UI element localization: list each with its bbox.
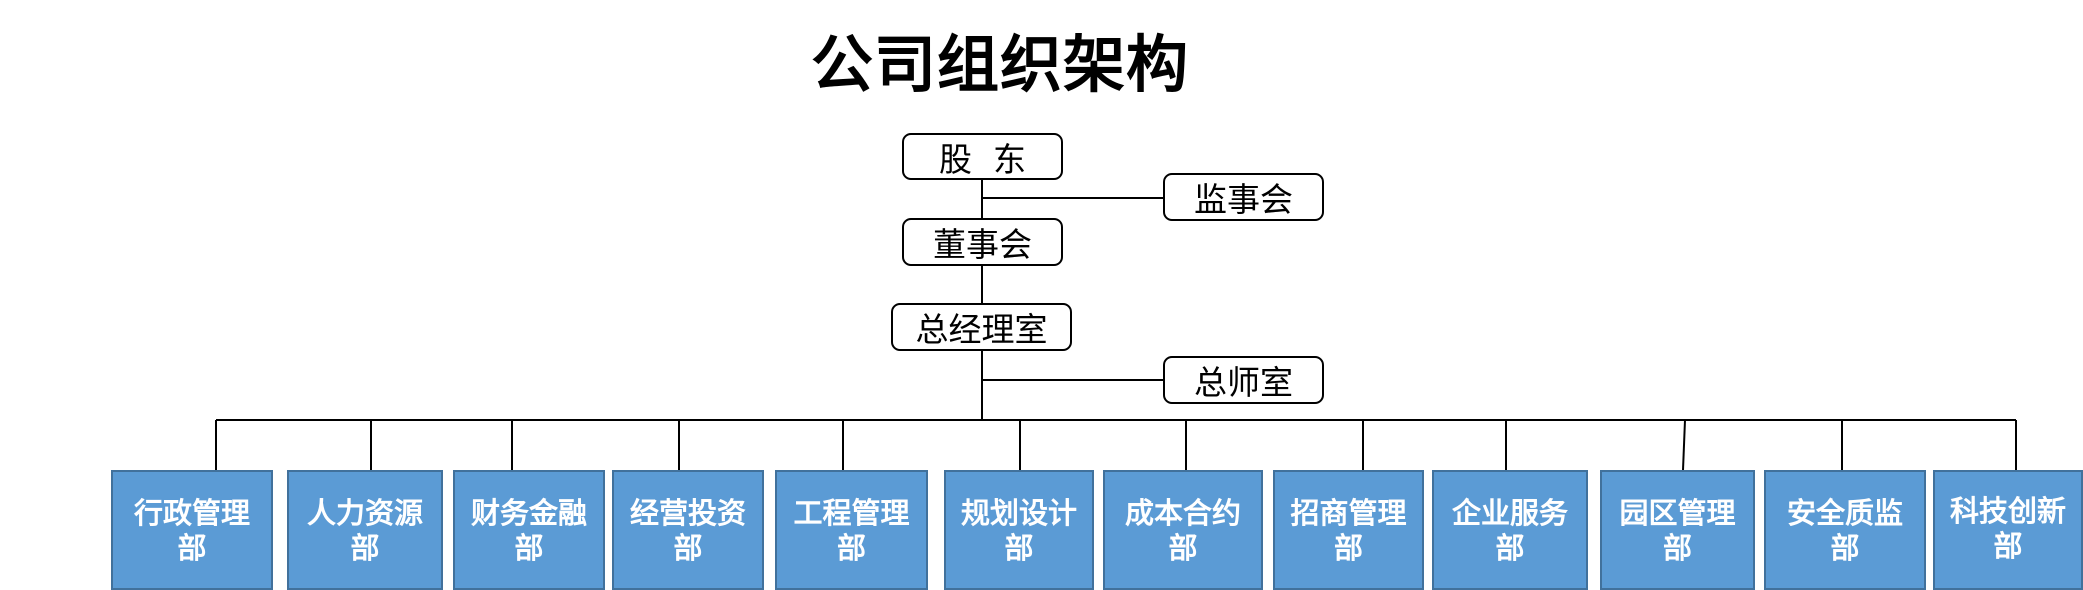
department-box: 成本合约部 [1103, 470, 1263, 590]
department-box: 经营投资部 [612, 470, 764, 590]
department-name-line1: 园区管理 [1619, 496, 1736, 530]
department-name-line1: 人力资源 [306, 496, 423, 530]
department-box: 规划设计部 [944, 470, 1094, 590]
department-name-line2: 部 [1830, 531, 1860, 565]
department-box: 工程管理部 [775, 470, 928, 590]
department-name-line2: 部 [514, 531, 544, 565]
department-box: 招商管理部 [1273, 470, 1424, 590]
department-box: 行政管理部 [111, 470, 273, 590]
department-name-line2: 部 [1333, 531, 1363, 565]
connector-dept-10 [1682, 419, 1686, 471]
department-name-line1: 安全质监 [1786, 496, 1903, 530]
department-name-line2: 部 [1993, 529, 2023, 563]
node-chief-engineer-office: 总师室 [1163, 356, 1324, 404]
department-name-line1: 企业服务 [1451, 496, 1568, 530]
department-name-line1: 财务金融 [470, 496, 587, 530]
node-board: 董事会 [902, 218, 1063, 266]
department-box: 企业服务部 [1432, 470, 1588, 590]
department-box: 财务金融部 [453, 470, 605, 590]
department-name-line2: 部 [673, 531, 703, 565]
department-box: 科技创新部 [1933, 470, 2083, 590]
department-name-line2: 部 [1168, 531, 1198, 565]
department-name-line1: 经营投资 [629, 496, 746, 530]
department-box: 安全质监部 [1764, 470, 1926, 590]
node-gm-office: 总经理室 [891, 303, 1072, 351]
department-name-line1: 规划设计 [960, 496, 1077, 530]
department-name-line2: 部 [836, 531, 866, 565]
node-supervisors-label: 监事会 [1194, 180, 1293, 219]
department-box: 人力资源部 [287, 470, 443, 590]
node-supervisors: 监事会 [1163, 173, 1324, 221]
department-name-line1: 工程管理 [793, 496, 910, 530]
department-name-line2: 部 [1004, 531, 1034, 565]
department-name-line1: 行政管理 [133, 496, 250, 530]
node-shareholders-label: 股 东 [939, 139, 1026, 179]
node-chief-engineer-office-label: 总师室 [1194, 363, 1293, 402]
node-board-label: 董事会 [933, 225, 1032, 264]
node-shareholders: 股 东 [902, 133, 1063, 180]
department-box: 园区管理部 [1600, 470, 1755, 590]
node-gm-office-label: 总经理室 [915, 310, 1048, 349]
department-name-line1: 招商管理 [1290, 496, 1407, 530]
department-name-line2: 部 [350, 531, 380, 565]
department-name-line1: 成本合约 [1124, 496, 1241, 530]
department-name-line2: 部 [1495, 531, 1525, 565]
department-name-line2: 部 [177, 531, 207, 565]
department-name-line1: 科技创新 [1949, 494, 2066, 528]
chart-title: 公司组织架构 [810, 28, 1189, 101]
department-name-line2: 部 [1662, 531, 1692, 565]
